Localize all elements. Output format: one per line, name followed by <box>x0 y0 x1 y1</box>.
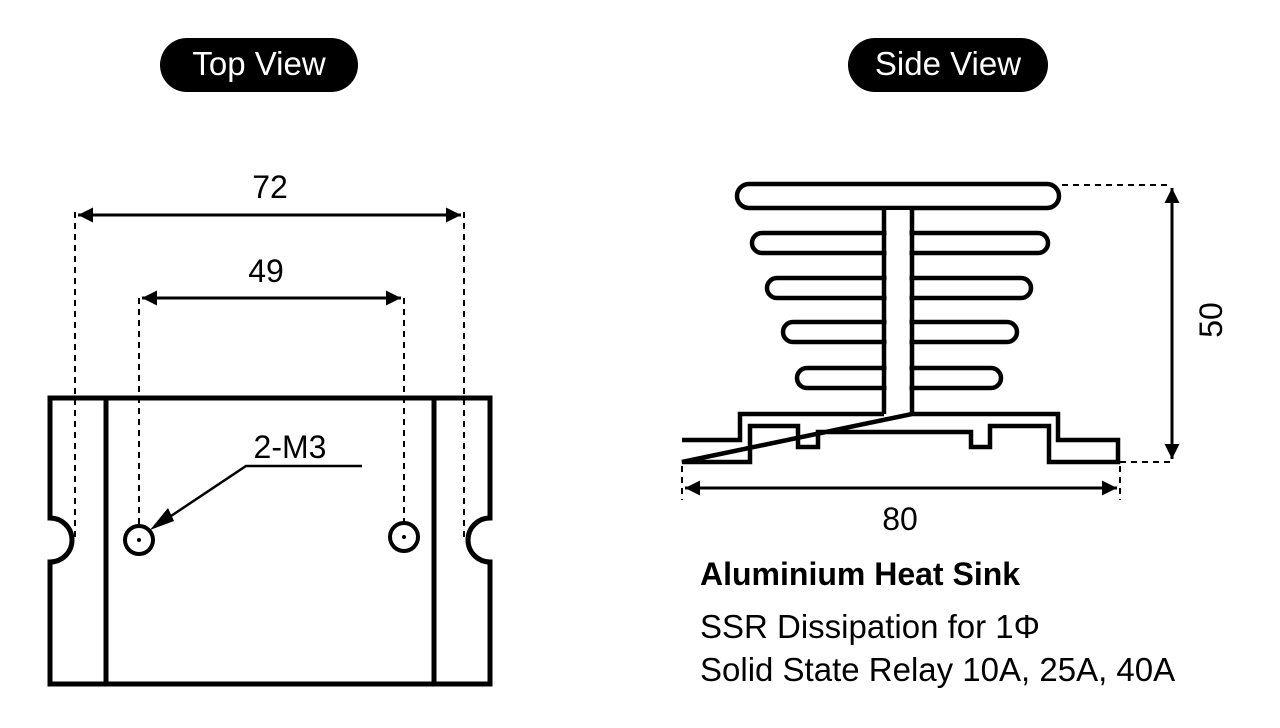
top-view-drawing <box>47 207 493 687</box>
side-view-label-text: Side View <box>875 45 1021 82</box>
hole-callout-label: 2-M3 <box>254 429 327 465</box>
caption-line-1: SSR Dissipation for 1Φ <box>700 608 1040 645</box>
hole-callout-leader <box>155 464 362 528</box>
caption-title: Aluminium Heat Sink <box>700 556 1021 592</box>
dim-72-label: 72 <box>252 169 288 205</box>
fin-1 <box>734 181 1062 211</box>
side-view-dimensions <box>681 184 1180 500</box>
top-view-label-text: Top View <box>192 45 325 82</box>
hole-callout-arrowhead <box>150 508 174 530</box>
top-view-label: Top View <box>160 38 358 92</box>
dim-49-label: 49 <box>248 253 284 289</box>
column-gap <box>886 210 910 414</box>
mounting-hole-right-center <box>402 535 406 539</box>
mounting-hole-left <box>123 524 155 556</box>
heat-sink-base <box>681 411 1121 465</box>
side-view-drawing <box>681 181 1121 465</box>
top-view-extension-lines <box>74 212 465 540</box>
top-view-outline <box>47 395 493 687</box>
caption-line-2: Solid State Relay 10A, 25A, 40A <box>700 651 1176 688</box>
dim-50-label: 50 <box>1193 302 1229 338</box>
side-view-label: Side View <box>848 38 1048 92</box>
mounting-hole-left-center <box>137 538 141 542</box>
dim-80-label: 80 <box>882 501 918 537</box>
